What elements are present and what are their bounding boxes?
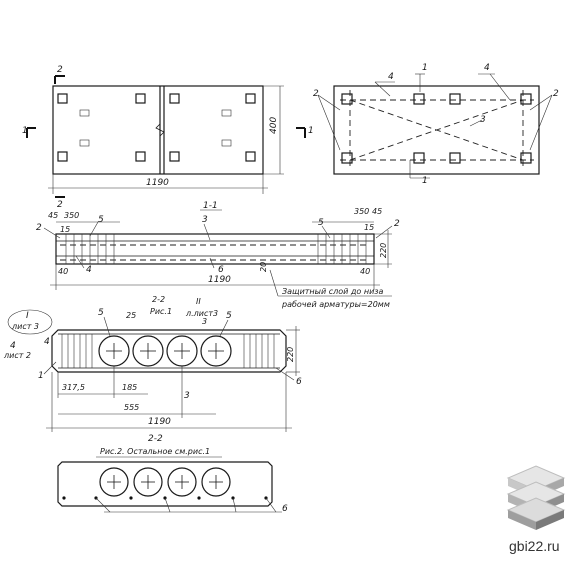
s3-section-ref: 2-2: [152, 295, 165, 304]
reinf-callout-1-bottom: 1: [422, 176, 428, 186]
dim-15-right: 15: [364, 223, 374, 232]
s11-callout-4-left: 4: [86, 265, 92, 275]
s22-note: Рис.2. Остальное см.рис.1: [100, 447, 210, 456]
dim-15-left: 15: [60, 225, 70, 234]
s22-body: [57, 461, 273, 507]
section-1-1-body: [55, 233, 375, 265]
plan-loop: [245, 93, 256, 104]
s3-fig-ref: Рис.1: [150, 307, 172, 316]
hollow-core: [132, 335, 164, 367]
dim-350-right: 350: [354, 207, 369, 216]
s3-dim-1190: 1190: [148, 417, 171, 427]
cut-2-top-label: 2: [57, 65, 63, 75]
s11-callout-6: 6: [218, 265, 224, 275]
s3-dim-25: 25: [126, 311, 136, 320]
cut-2-bottom-label: 2: [57, 200, 63, 210]
plan-loop: [245, 151, 256, 162]
sheet-ref-mid-num: 4: [10, 341, 16, 351]
cross-section-end-ribs-right: [243, 334, 275, 368]
section-total-label: 1190: [208, 275, 231, 285]
s3-dim-555: 555: [124, 403, 139, 412]
sheet-ref-mid-text: лист 2: [3, 351, 31, 360]
section-stirrups-right: [317, 234, 367, 264]
plan-loop: [169, 93, 180, 104]
cut-1-right-label: 1: [308, 126, 314, 136]
s3-dim-185: 185: [122, 383, 137, 392]
cut-1-left-label: 1: [22, 126, 28, 136]
cross-section-end-ribs-left: [61, 334, 93, 368]
s3-roman: II: [196, 297, 201, 306]
plan-view: 400 1190 1 1 2 2: [22, 65, 314, 210]
logo-stack-icon: [506, 465, 566, 530]
site-name: gbi22.ru: [509, 538, 560, 554]
note-cover-line1: Защитный слой до низа: [282, 287, 384, 296]
dim-45-right: 45: [372, 207, 382, 216]
s3-callout-5-right: 5: [226, 311, 232, 321]
dim-350-left: 350: [64, 211, 79, 220]
reinf-callout-4-left: 4: [388, 72, 394, 82]
sheet-ref-top-text: лист 3: [11, 322, 39, 331]
s11-callout-5-right: 5: [318, 218, 324, 228]
s3-callout-3: 3: [184, 391, 190, 401]
s3-callout-4: 4: [44, 337, 50, 347]
site-logo: gbi22.ru: [506, 465, 566, 554]
hollow-core: [200, 335, 232, 367]
plan-slot-marks: [79, 109, 232, 147]
s3-callout-1: 1: [38, 371, 44, 381]
dim-20: 20: [259, 262, 268, 272]
plan-outline: [52, 85, 264, 175]
dim-220-section: 220: [379, 243, 388, 258]
s3-callout-5-left: 5: [98, 308, 104, 318]
reinforcement-plan: 4 1 4 3 1 2 2: [313, 63, 559, 186]
s3-callout-6: 6: [296, 377, 302, 387]
s3-roman-small: 3: [202, 317, 207, 326]
plan-loop: [135, 93, 146, 104]
section-1-1: 1-1 45 350 15 35: [36, 201, 400, 309]
s3-dim-3175: 317,5: [62, 383, 85, 392]
plan-loop: [57, 151, 68, 162]
section-1-1-title: 1-1: [203, 201, 218, 211]
plan-width-label: 1190: [146, 178, 169, 188]
reinf-callout-3: 3: [480, 115, 486, 125]
s3-dim-220: 220: [286, 347, 295, 362]
dim-45-left: 45: [48, 211, 58, 220]
plan-height-label: 400: [269, 117, 279, 134]
dim-40-left: 40: [58, 267, 68, 276]
s11-callout-5-left: 5: [98, 215, 104, 225]
reinf-callout-2-left: 2: [313, 89, 319, 99]
s22-callout-6: 6: [282, 504, 288, 514]
cross-section-body: [51, 329, 287, 373]
reinf-callout-4-right: 4: [484, 63, 490, 73]
plan-break-symbol: [155, 123, 165, 137]
section-2-2: 2-2 Рис.2. Остальное см.рис.1 6: [57, 434, 288, 514]
s11-callout-3: 3: [202, 215, 208, 225]
s11-callout-2-right: 2: [394, 219, 400, 229]
plan-loop: [169, 151, 180, 162]
sheet-ref-top-num: I: [26, 311, 29, 321]
s22-title: 2-2: [148, 434, 163, 444]
reinf-callout-2-right: 2: [553, 89, 559, 99]
section-stirrups-left: [65, 234, 115, 264]
cross-section-detail: I лист 3 4 лист 2 4 1 5 25 2-2 Рис.1 II …: [3, 295, 302, 432]
dim-40-right: 40: [360, 267, 370, 276]
note-cover-line2: рабочей арматуры=20мм: [281, 300, 390, 309]
plan-loop: [57, 93, 68, 104]
reinf-callout-1-top: 1: [422, 63, 428, 73]
reinf-outline: [333, 85, 540, 175]
s11-callout-2-left: 2: [36, 223, 42, 233]
plan-loop: [135, 151, 146, 162]
s3-sheet-ref: л.лист3: [185, 309, 218, 318]
